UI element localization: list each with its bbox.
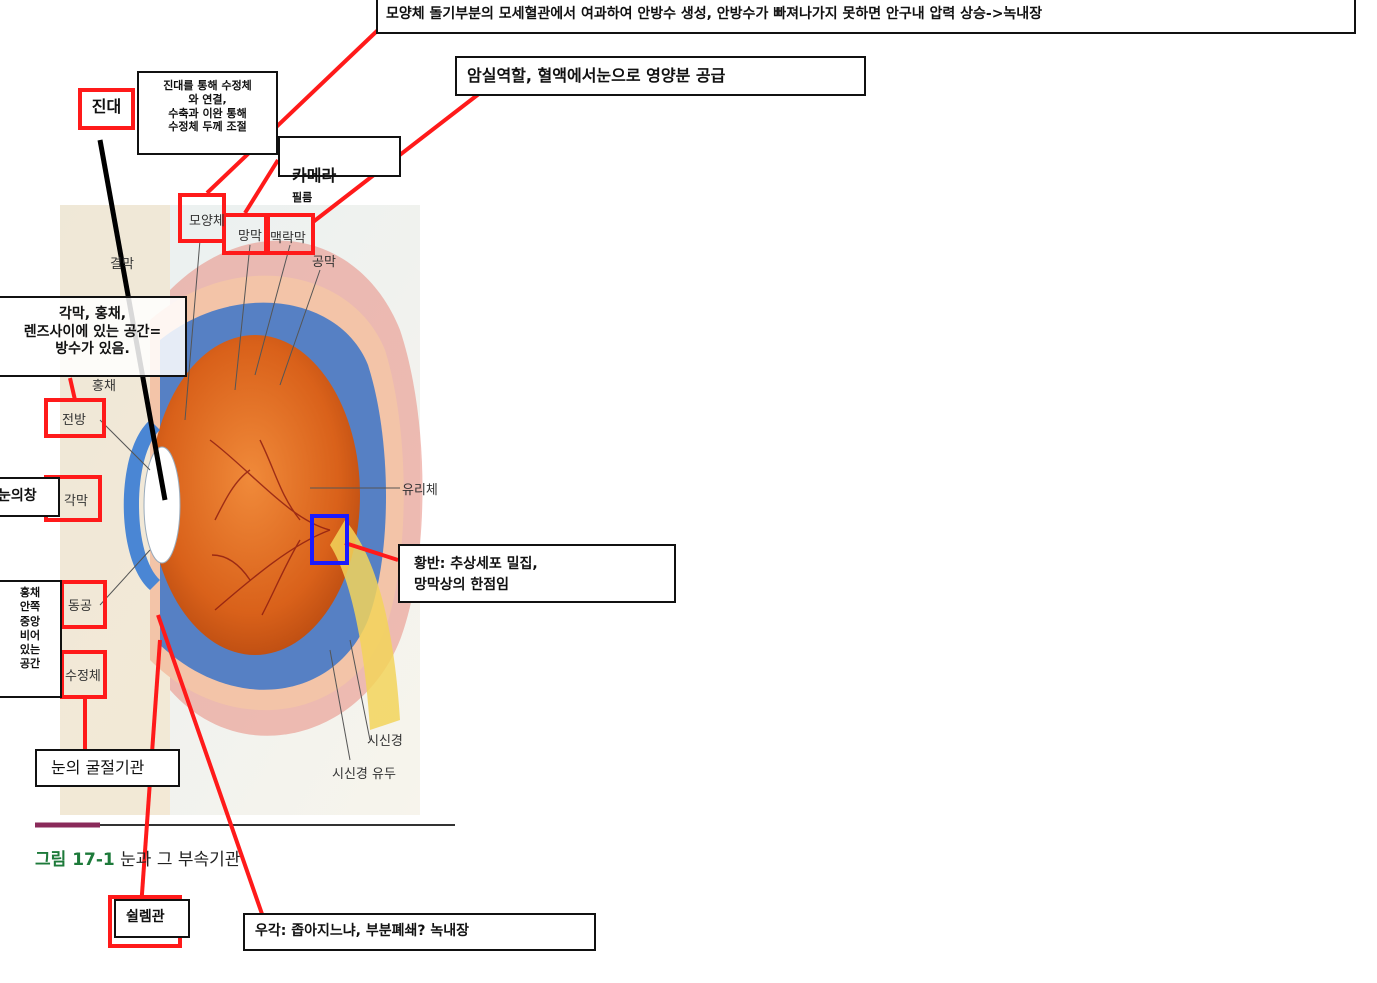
label-pupil: 동공 [68,599,92,614]
label-ciliary: 모양체 [189,214,225,229]
figure-number: 그림 17-1 [35,850,115,870]
note-zonule: 진대 [91,97,122,116]
note-refraction: 눈의 굴절기관 [35,749,180,787]
note-aqueous-humor: 모양체 돌기부분의 모세혈관에서 여과하여 안방수 생성, 안방수가 빠져나가지… [376,0,1356,34]
note-camera-film: 카메라 필름 [278,136,401,204]
note-schlemm-canal: 쉴렘관 [114,899,190,938]
lens-shape [143,446,181,564]
note-pupil-space: 홍채 안쪽 중앙 비어 있는 공간 [0,580,62,698]
label-iris: 홍채 [92,379,116,394]
film-text: 필름 [292,191,313,204]
label-optic-nerve: 시신경 [367,734,403,749]
note-macula: 황반: 추상세포 밀집, 망막상의 한점임 [398,544,676,603]
optic-nerve-shape [330,520,400,730]
label-vitreous: 유리체 [402,483,438,498]
label-anterior-chamber: 전방 [62,413,86,428]
retinal-vessels [209,439,331,616]
figure-caption: 그림 17-1 눈과 그 부속기관 [35,845,240,870]
note-choroid: 암실역할, 혈액에서눈으로 영양분 공급 [455,56,866,96]
label-retina: 망막 [238,229,262,244]
label-lens: 수정체 [65,669,101,684]
note-window-of-eye: 눈의창 [0,477,60,517]
note-iridocorneal-angle: 우각: 좁아지느냐, 부분폐쇄? 녹내장 [243,913,596,951]
label-choroid: 맥락막 [270,231,306,246]
macula-highlight-box [310,514,349,565]
label-conjunctiva: 결막 [110,257,134,272]
note-zonule-function: 진대를 통해 수정체 와 연결, 수축과 이완 통해 수정체 두께 조절 [137,71,278,155]
figure-leader-lines [99,239,400,761]
eyeball [150,335,360,655]
camera-text: 카메라 [292,166,337,185]
label-cornea: 각막 [64,494,88,509]
note-anterior-chamber: 각막, 홍채, 렌즈사이에 있는 공간= 방수가 있음. [0,296,187,377]
cornea-shape [123,420,160,590]
label-sclera: 공막 [312,255,336,270]
label-optic-disc: 시신경 유두 [332,767,396,782]
figure-title: 눈과 그 부속기관 [120,850,241,870]
